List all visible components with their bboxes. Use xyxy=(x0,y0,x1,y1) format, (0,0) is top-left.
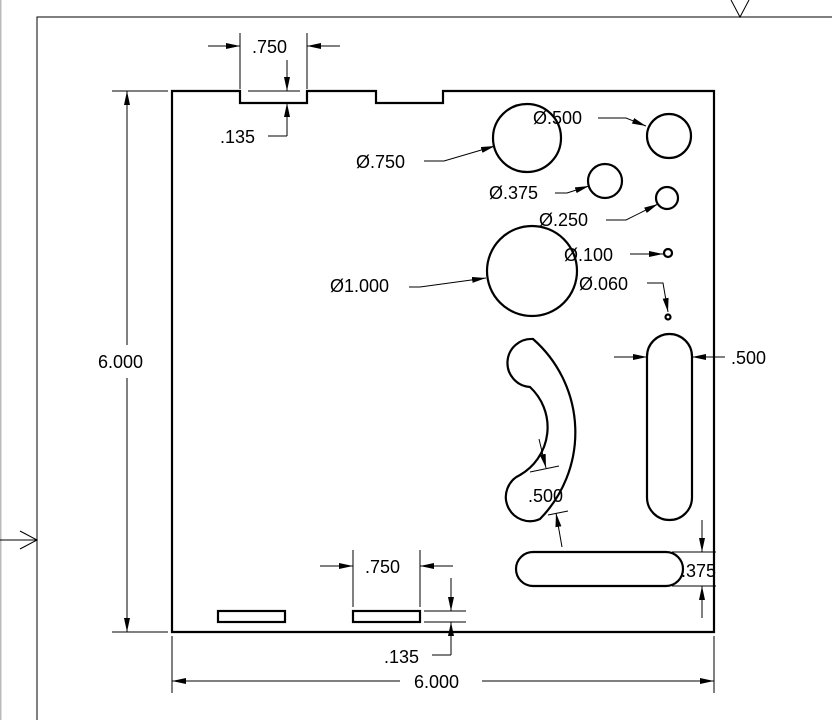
hole-0375 xyxy=(586,162,624,200)
dim-horizontal-slot-height-value: .375 xyxy=(681,561,716,581)
callout-hole-0375: Ø.375 xyxy=(489,183,538,203)
dim-width-value: 6.000 xyxy=(414,672,459,692)
hole-0100 xyxy=(662,247,674,259)
callout-hole-0750: Ø.750 xyxy=(356,152,405,172)
left-center-marker-icon xyxy=(0,530,39,550)
dim-bottom-slot-width: .750 xyxy=(365,557,400,577)
dim-width: 6.000 xyxy=(171,636,715,693)
dim-vertical-slot: .500 xyxy=(614,348,766,368)
bottom-slot-left xyxy=(216,609,287,624)
dim-bottom-slot-height: .135 xyxy=(384,647,419,667)
hole-callouts: Ø.500 Ø.750 Ø.375 Ø.250 Ø.100 Ø1.000 Ø.0… xyxy=(330,108,669,313)
callout-hole-1000: Ø1.000 xyxy=(330,276,389,296)
hole-1000 xyxy=(485,224,579,318)
hole-0060 xyxy=(664,313,672,321)
horizontal-slot xyxy=(514,550,685,588)
hole-0500 xyxy=(645,112,693,160)
vertical-slot xyxy=(645,332,694,522)
callout-hole-0100: Ø.100 xyxy=(564,245,613,265)
top-center-marker-icon xyxy=(730,0,750,19)
dim-top-notch-depth: .135 xyxy=(220,127,255,147)
arc-slot xyxy=(504,337,577,523)
hole-0250 xyxy=(654,185,680,211)
hole-0750 xyxy=(491,102,563,174)
dim-horizontal-slot: .375 xyxy=(672,520,716,618)
callout-hole-0060: Ø.060 xyxy=(579,274,628,294)
dim-bottom-slot: .750 .135 xyxy=(320,550,466,667)
dim-vertical-slot-width-value: .500 xyxy=(731,348,766,368)
callout-hole-0500: Ø.500 xyxy=(533,108,582,128)
dim-top-notch-width: .750 xyxy=(252,37,287,57)
dim-height: 6.000 xyxy=(98,90,168,633)
dim-arc-slot: .500 xyxy=(528,438,569,548)
part-outline xyxy=(170,89,716,634)
callout-hole-0250: Ø.250 xyxy=(539,210,588,230)
dim-arc-slot-width-value: .500 xyxy=(528,486,563,506)
dim-height-value: 6.000 xyxy=(98,352,143,372)
bottom-slot-right xyxy=(351,609,422,624)
